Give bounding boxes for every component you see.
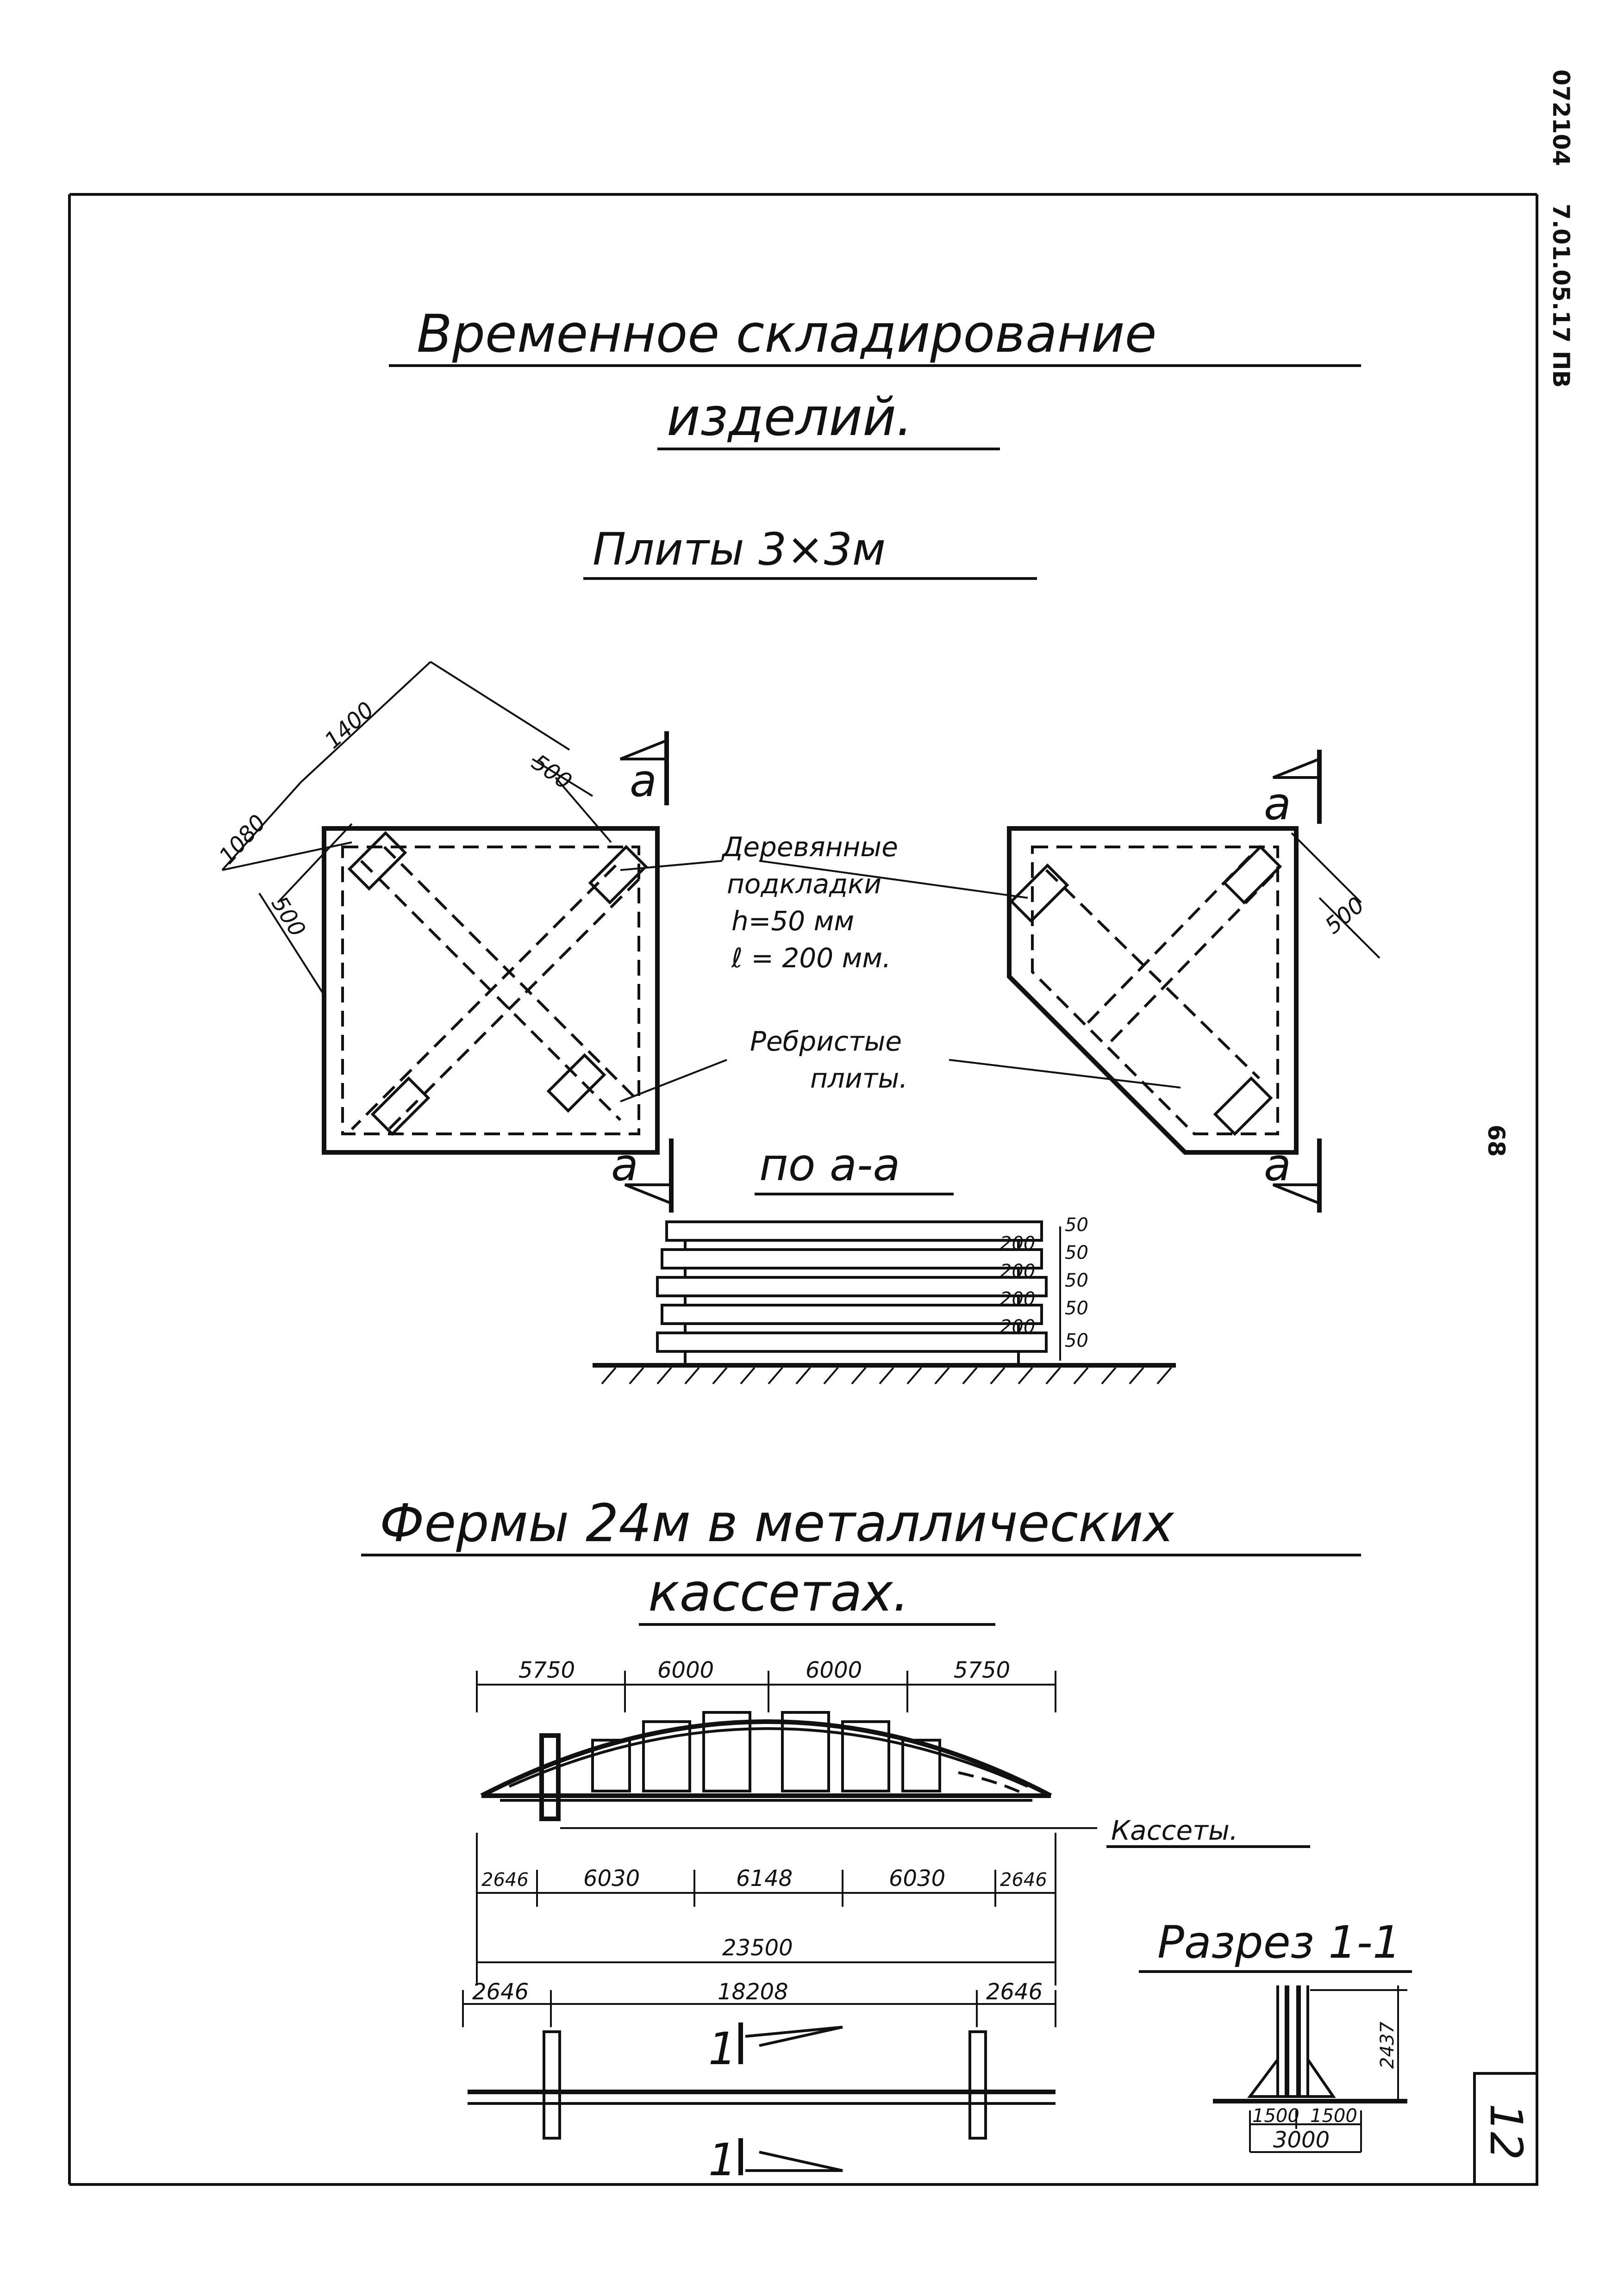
right-pad-tr xyxy=(1222,845,1282,905)
left-pad-bl xyxy=(370,1076,431,1136)
sheet-number-box xyxy=(1473,2072,1538,2186)
sheet-code-top: 072104 xyxy=(1548,69,1574,166)
sheet-frame xyxy=(68,193,1538,2186)
section-11-half-right: 1500 xyxy=(1310,2105,1357,2127)
cut-mark-top: 1 xyxy=(708,2023,737,2075)
truss-bottom-dim-3: 6148 xyxy=(736,1866,793,1892)
trusses-heading-line1: Фермы 24м в металлических xyxy=(380,1493,1174,1554)
truss-bottom-dim-2: 6030 xyxy=(583,1866,640,1892)
plan-cassette-right xyxy=(968,2030,987,2140)
section-11-width: 3000 xyxy=(1273,2127,1330,2153)
stack-dim-3: 50 xyxy=(1065,1242,1088,1263)
left-plate xyxy=(322,826,660,1155)
truss-plan xyxy=(462,1990,1056,2175)
stack-dim-5: 50 xyxy=(1065,1270,1088,1291)
section-11-drawing xyxy=(1213,1985,1407,2153)
truss-top-dim-2: 6000 xyxy=(657,1657,714,1683)
stack-dim-1: 50 xyxy=(1065,1214,1088,1236)
plan-cassette-left xyxy=(543,2030,561,2140)
trusses-heading-line2: кассетах. xyxy=(648,1563,909,1623)
label-plates-line2: плиты. xyxy=(810,1063,908,1094)
stack-dim-4: 200 xyxy=(1000,1261,1035,1282)
plan-dim-3: 2646 xyxy=(986,1979,1043,2005)
title-line-2: изделий. xyxy=(667,387,912,448)
dim-500-side: 500 xyxy=(266,892,311,941)
cut-mark-bottom: 1 xyxy=(708,2134,737,2186)
section-11-title: Разрез 1-1 xyxy=(1157,1916,1401,1968)
dim-500-right: 500 xyxy=(1320,892,1369,939)
section-11-half-left: 1500 xyxy=(1252,2105,1299,2127)
stack-dim-2: 200 xyxy=(1000,1233,1035,1254)
stack-dim-8: 200 xyxy=(1000,1316,1035,1338)
dim-500-top: 500 xyxy=(527,749,576,795)
right-plate xyxy=(1007,826,1380,1155)
section-mark-tr: а xyxy=(1264,778,1291,830)
stack-dim-9: 50 xyxy=(1065,1330,1088,1351)
section-aa-title: по а-а xyxy=(759,1139,900,1191)
truss-bottom-dim-line xyxy=(476,1833,1056,1985)
plate-stack xyxy=(593,1220,1176,1368)
section-mark-bl: а xyxy=(611,1139,638,1191)
plates-heading: Плиты 3×3м xyxy=(593,523,886,575)
truss-bottom-dim-1: 2646 xyxy=(481,1869,529,1891)
left-pad-tl xyxy=(347,831,407,891)
section-mark-br: а xyxy=(1264,1139,1291,1191)
sheet-code-side: 7.01.05.17 ПВ xyxy=(1548,204,1574,388)
title-line-1: Временное складирование xyxy=(417,304,1157,364)
left-pad-br xyxy=(546,1053,606,1113)
plan-dim-2: 18208 xyxy=(718,1979,788,2005)
truss-bottom-dim-5: 2646 xyxy=(1000,1869,1047,1891)
truss-top-dim-1: 5750 xyxy=(518,1657,575,1683)
section-11-height: 2437 xyxy=(1377,2022,1398,2069)
cassette-left xyxy=(539,1733,561,1821)
truss-top-dim-4: 5750 xyxy=(954,1657,1010,1683)
left-pad-tr xyxy=(588,845,648,905)
label-pads-line4: ℓ = 200 мм. xyxy=(731,942,891,974)
section-marks xyxy=(619,731,1322,1213)
right-pad-br xyxy=(1213,1076,1273,1136)
ground-hatch xyxy=(601,1367,1172,1385)
truss-elevation xyxy=(480,1711,1097,1829)
label-pads-line2: подкладки xyxy=(727,868,881,900)
left-plate-dims xyxy=(221,661,612,996)
label-plates-line1: Ребристые xyxy=(750,1026,902,1057)
sheet-number: 12 xyxy=(1480,2103,1532,2160)
section-mark-tl: а xyxy=(630,755,657,807)
truss-total-dim: 23500 xyxy=(722,1935,793,1961)
page-number: 68 xyxy=(1483,1125,1510,1157)
dim-1400: 1400 xyxy=(320,697,379,754)
stack-dim-6: 200 xyxy=(1000,1288,1035,1310)
callout-lines xyxy=(620,860,1181,1102)
truss-bottom-dim-4: 6030 xyxy=(889,1866,945,1892)
label-pads-line1: Деревянные xyxy=(721,831,898,863)
stack-dim-7: 50 xyxy=(1065,1298,1088,1319)
right-pad-l xyxy=(1009,863,1069,923)
label-cassettes: Кассеты. xyxy=(1111,1815,1238,1846)
label-pads-line3: h=50 мм xyxy=(731,905,854,937)
truss-top-dim-line xyxy=(476,1671,1056,1712)
plan-dim-1: 2646 xyxy=(472,1979,529,2005)
dim-1080: 1080 xyxy=(214,810,271,869)
truss-top-dim-3: 6000 xyxy=(806,1657,862,1683)
